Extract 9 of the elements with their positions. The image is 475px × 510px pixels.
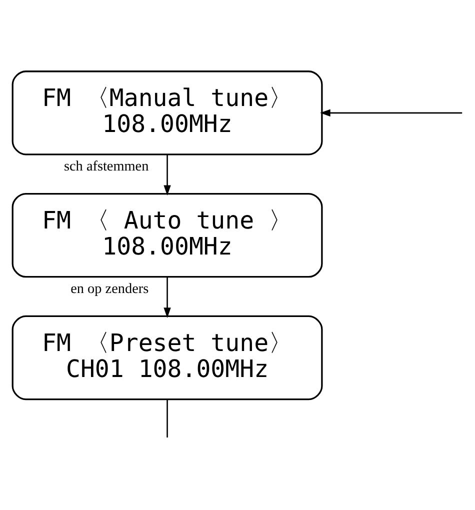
node-box: FM 〈Preset tune〉 CH01 108.00MHz [12, 315, 323, 400]
arrow [164, 277, 171, 318]
connector [166, 400, 168, 438]
edge-label: sch afstemmen [64, 158, 149, 175]
arrow [320, 109, 462, 116]
node-box: FM 〈Manual tune〉 108.00MHz [12, 70, 323, 156]
edge-label: en op zenders [70, 281, 149, 298]
node-box: FM 〈 Auto tune 〉 108.00MHz [12, 192, 323, 278]
arrow [164, 154, 171, 196]
